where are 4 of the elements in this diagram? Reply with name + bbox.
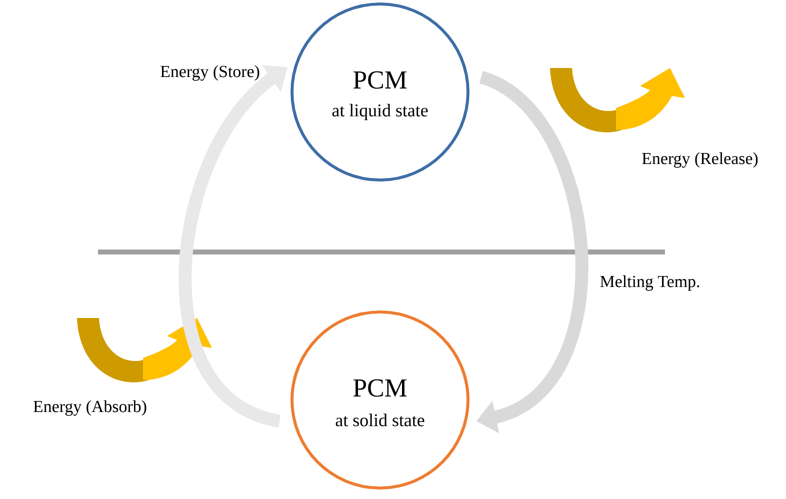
energy-label: Energy (Store) bbox=[160, 65, 260, 81]
energy-label: Melting Temp. bbox=[600, 275, 700, 291]
energy-label: Energy (Absorb) bbox=[34, 400, 146, 416]
energy-label: Energy (Release) bbox=[642, 152, 758, 168]
